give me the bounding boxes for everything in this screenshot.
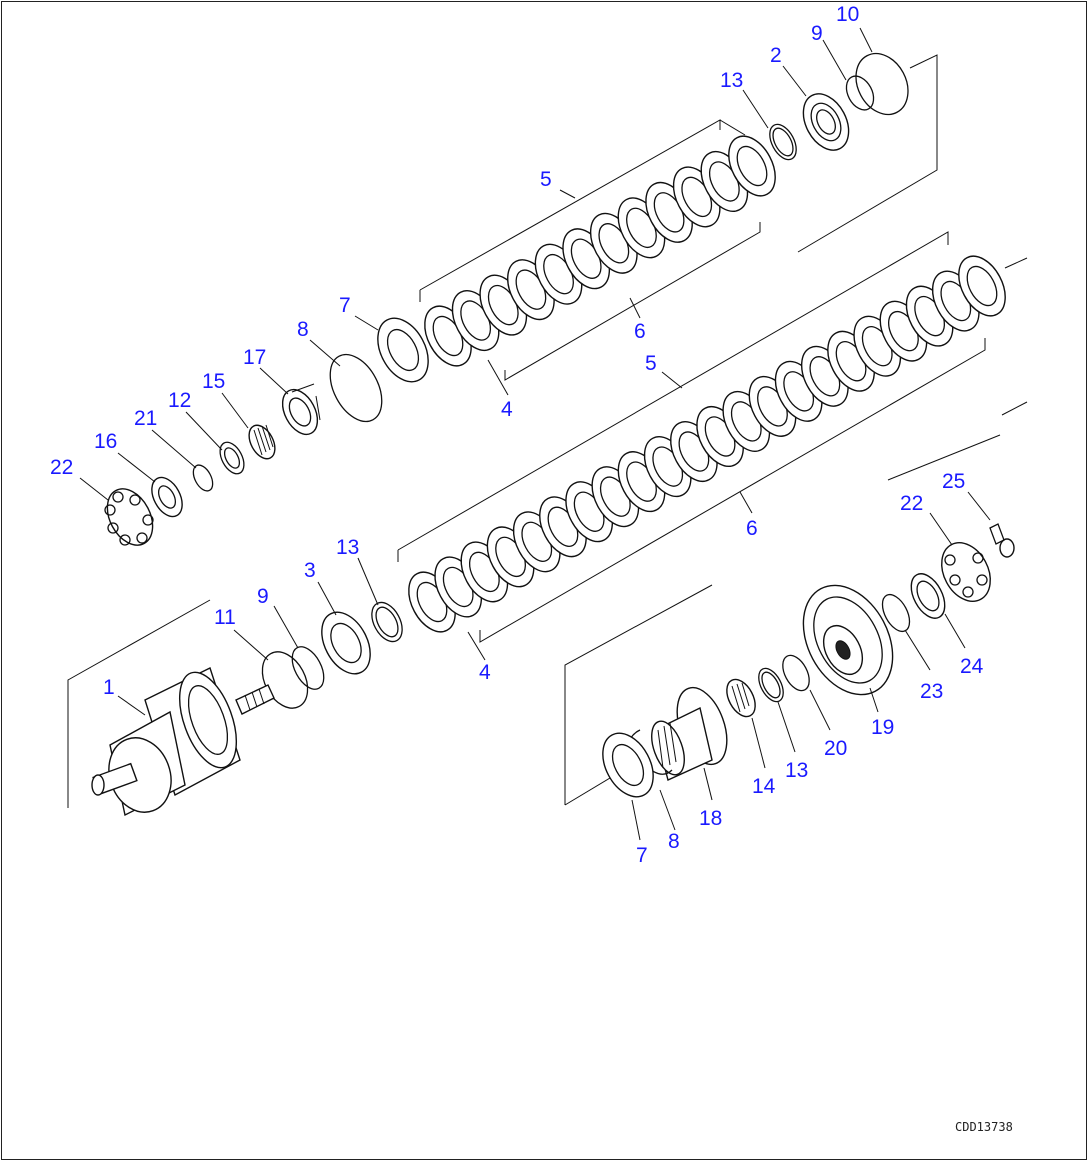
- callout-11: 11: [214, 606, 236, 629]
- middle-assembly: [67, 231, 1028, 817]
- part-13-ring-mid: [371, 601, 403, 643]
- part-1-clutch-housing: [67, 599, 275, 817]
- callout-5-lower: 5: [645, 352, 657, 375]
- callout-10-top: 10: [836, 3, 859, 26]
- callout-9-top: 9: [811, 22, 823, 45]
- callout-4-upper: 4: [501, 398, 513, 421]
- callout-labels: 10 9 2 13 5 7 8 6 4 17 15 12 21 16 22 5 …: [50, 3, 984, 867]
- callout-8-upper: 8: [297, 318, 309, 341]
- part-14-needle-bearing: [726, 678, 756, 718]
- callout-21: 21: [134, 407, 157, 430]
- part-10-snap-ring: [855, 52, 909, 116]
- callout-22-right: 22: [900, 492, 923, 515]
- callout-15: 15: [202, 370, 225, 393]
- part-22-ball-bearing-left: [104, 488, 154, 546]
- callout-4-lower: 4: [479, 661, 491, 684]
- callout-13-mid: 13: [336, 536, 359, 559]
- part-13-ring-low: [758, 667, 784, 703]
- upper-clutch-plates: [424, 135, 776, 367]
- callout-19: 19: [871, 716, 894, 739]
- part-16-thrust-washer: [151, 476, 183, 518]
- part-25-plug: [989, 523, 1015, 558]
- part-13-ring-top: [769, 123, 797, 161]
- callout-9-mid: 9: [257, 585, 269, 608]
- callout-8-low: 8: [668, 830, 680, 853]
- lower-right-assembly: [564, 434, 1015, 806]
- callout-2: 2: [770, 44, 782, 67]
- part-21-ring: [192, 464, 214, 492]
- clutch-plate: [958, 255, 1006, 317]
- callout-6-lower: 6: [746, 517, 758, 540]
- upper-assembly: [104, 52, 938, 546]
- part-19-gear: [802, 584, 894, 696]
- callout-3: 3: [304, 559, 316, 582]
- clutch-plate-bore: [736, 145, 768, 187]
- part-9-ring-mid: [291, 646, 325, 690]
- drawing-reference: CDD13738: [955, 1120, 1013, 1134]
- callout-5-upper: 5: [540, 168, 552, 191]
- part-9-ring-top: [845, 75, 875, 111]
- callout-7-low: 7: [636, 844, 648, 867]
- callout-22-left: 22: [50, 456, 73, 479]
- leader-lines: [79, 27, 991, 841]
- callout-13-low: 13: [785, 759, 808, 782]
- callout-18: 18: [699, 807, 722, 830]
- part-17-gear: [281, 383, 321, 436]
- lower-clutch-plates: [408, 255, 1006, 633]
- callout-14: 14: [752, 775, 776, 798]
- part-18-gear-hub: [651, 686, 728, 781]
- part-7-piston-plate-low: [602, 732, 654, 798]
- callout-13-top: 13: [720, 69, 743, 92]
- callout-17: 17: [243, 346, 266, 369]
- part-12-washer: [219, 441, 245, 475]
- callout-1: 1: [103, 676, 115, 699]
- callout-12: 12: [168, 389, 191, 412]
- part-8-snap-ring-upper: [329, 353, 383, 423]
- callout-16: 16: [94, 430, 117, 453]
- clutch-plate-bore: [966, 265, 998, 307]
- part-20-ring: [782, 654, 810, 692]
- part-7-piston-plate-upper: [377, 317, 429, 383]
- callout-20: 20: [824, 737, 847, 760]
- callout-24: 24: [960, 655, 984, 678]
- part-22-ball-bearing-right: [941, 542, 991, 602]
- part-3-bearing: [321, 611, 371, 675]
- callout-25: 25: [942, 470, 965, 493]
- part-2-bearing: [802, 93, 850, 151]
- callout-6-upper: 6: [634, 320, 646, 343]
- clutch-plate: [728, 135, 776, 197]
- part-24-bearing-race: [910, 573, 946, 619]
- callout-7-upper: 7: [339, 294, 351, 317]
- callout-23: 23: [920, 680, 943, 703]
- part-15-needle-bearing: [248, 424, 276, 460]
